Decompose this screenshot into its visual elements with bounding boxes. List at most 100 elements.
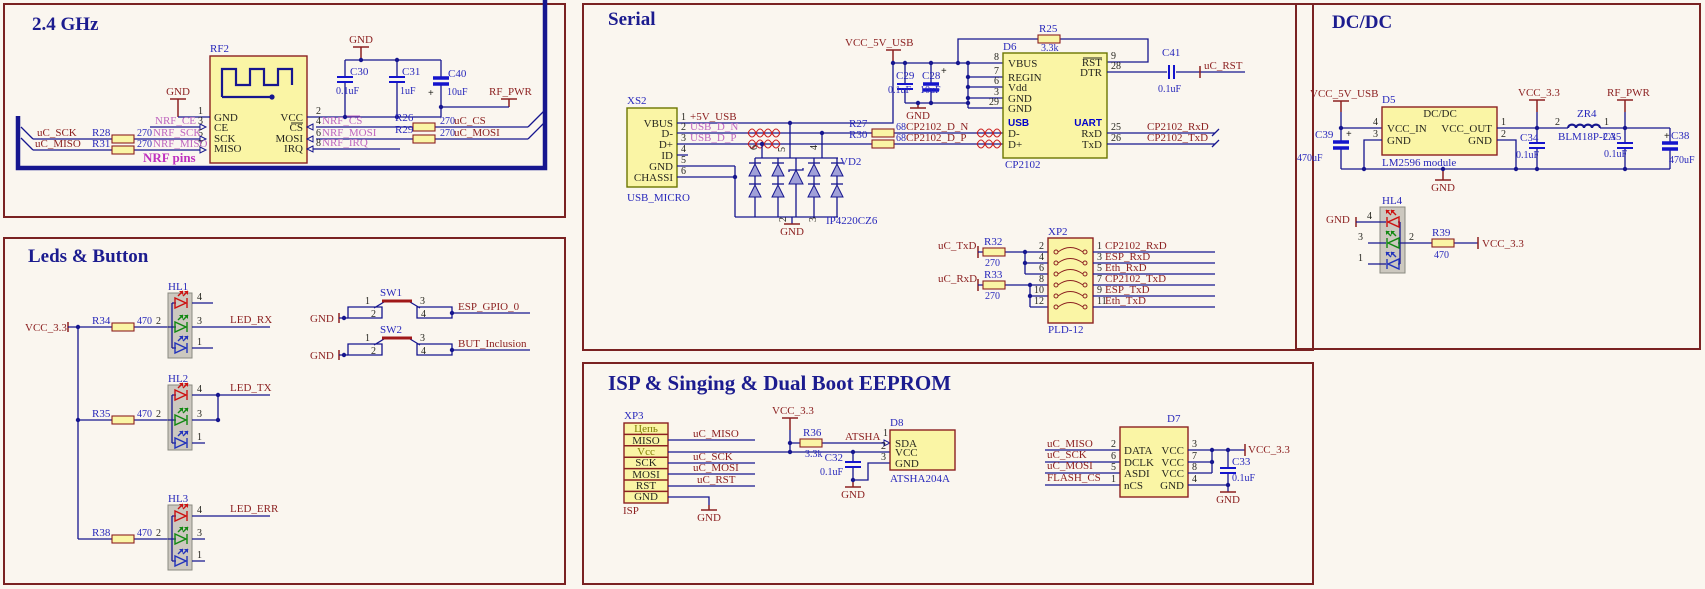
ref-xp2: XP2	[1048, 226, 1068, 238]
label--: Цепь	[634, 423, 658, 435]
label-4: 4	[1367, 211, 1372, 222]
resistor-r28	[111, 134, 135, 144]
label-12: 12	[1034, 296, 1044, 307]
label-gnd: GND	[697, 512, 721, 524]
resistor-r26	[412, 122, 436, 132]
chip-d8-atsha204a	[889, 429, 956, 471]
label-1: 1	[1111, 474, 1116, 485]
label-4: 4	[316, 116, 321, 127]
label-470uf: 470uF	[1297, 153, 1323, 164]
label-4: 4	[1039, 252, 1044, 263]
section-box-24ghz	[3, 3, 566, 218]
label-2: 2	[156, 316, 161, 327]
ref-hl1: HL1	[168, 281, 188, 293]
label-cp2102-txd: CP2102_TxD	[1147, 132, 1208, 144]
section-box-serial	[582, 3, 1314, 351]
resistor-r32	[982, 247, 1006, 257]
label-nrf-irq: NRF_IRQ	[322, 137, 368, 149]
label-3: 3	[197, 316, 202, 327]
label-c31: C31	[402, 66, 420, 78]
module-d5-lm2596	[1381, 106, 1498, 156]
label-lm2596-module: LM2596 module	[1382, 157, 1456, 169]
label-+5v-usb: +5V_USB	[690, 111, 737, 123]
led-pkg-hl4	[1379, 206, 1406, 274]
cap-c35	[1617, 142, 1633, 149]
label-atsha204a: ATSHA204A	[890, 473, 950, 485]
label-nrf-mosi: NRF_MOSI	[322, 127, 377, 139]
label-68: 68	[896, 122, 906, 133]
label-3: 3	[197, 528, 202, 539]
label-+: +	[941, 66, 947, 77]
label-+: +	[428, 88, 434, 99]
bus-entries	[20, 110, 545, 151]
label-c41: C41	[1162, 47, 1180, 59]
label-2: 2	[1501, 129, 1506, 140]
label-470: 470	[137, 316, 152, 327]
label-pld-12: PLD-12	[1048, 324, 1083, 336]
label-c35: C35	[1603, 131, 1622, 143]
label-txd: TxD	[1082, 139, 1102, 151]
label-data: DATA	[1124, 445, 1153, 457]
label-0.1uf: 0.1uF	[888, 85, 912, 96]
label-1uf: 1uF	[400, 86, 416, 97]
label-c40: C40	[448, 68, 467, 80]
label-1: 1	[1097, 241, 1102, 252]
label-cp2102-rxd: CP2102_RxD	[1147, 121, 1209, 133]
label-cp2102-d-n: CP2102_D_N	[906, 121, 968, 133]
label-dtr: DTR	[1080, 67, 1103, 79]
label-4: 4	[197, 384, 202, 395]
label-7: 7	[994, 66, 999, 77]
xp2-jumpers	[1053, 247, 1088, 310]
label-usb-micro: USB_MICRO	[627, 192, 690, 204]
label-gnd: GND	[214, 112, 238, 124]
label-28: 28	[1111, 61, 1121, 72]
resistor-r25	[1037, 34, 1061, 44]
label-0.1uf: 0.1uF	[820, 467, 844, 478]
label-3: 3	[197, 409, 202, 420]
label-gnd: GND	[1468, 135, 1492, 147]
label-gnd: GND	[906, 110, 930, 122]
resistor-r27	[871, 128, 895, 138]
cap-c34	[1529, 142, 1545, 149]
led-green-icon	[174, 314, 189, 334]
resistor-r35	[111, 415, 135, 425]
label-470: 470	[1434, 250, 1449, 261]
cap-c29	[897, 83, 913, 90]
ref-d5: D5	[1382, 94, 1396, 106]
label-2: 2	[316, 106, 321, 117]
label-c33: C33	[1232, 456, 1251, 468]
label-gnd: GND	[310, 313, 334, 325]
label-3: 3	[994, 87, 999, 98]
label-vcc: VCC	[1161, 445, 1184, 457]
label-usb: USB	[1008, 118, 1029, 129]
label-ce: CE	[214, 122, 228, 134]
cap-c40	[433, 76, 449, 86]
label-vcc-in: VCC_IN	[1387, 123, 1427, 135]
label-vcc-3.3: VCC_3.3	[1248, 444, 1290, 456]
label-10uf: 10uF	[447, 87, 468, 98]
switch-sw2	[338, 336, 530, 360]
section-box-leds	[3, 237, 566, 585]
cap-c28	[923, 82, 939, 92]
resistor-r38	[111, 534, 135, 544]
label-gnd: GND	[1008, 103, 1032, 115]
label-270: 270	[440, 116, 455, 127]
label-1: 1	[1501, 117, 1506, 128]
label-25: 25	[1111, 122, 1121, 133]
label-r26: R26	[395, 112, 414, 124]
label-r39: R39	[1432, 227, 1451, 239]
label-c39: C39	[1315, 129, 1334, 141]
label-8: 8	[316, 138, 321, 149]
label-7: 7	[1097, 274, 1102, 285]
label-2: 2	[881, 441, 886, 452]
label-gnd: GND	[649, 161, 673, 173]
label-vbus: VBUS	[644, 118, 673, 130]
label-gnd: GND	[1216, 494, 1240, 506]
label-c38: C38	[1671, 130, 1690, 142]
cap-c38	[1662, 141, 1678, 151]
switch-sw1	[338, 299, 530, 323]
label-dclk: DCLK	[1124, 457, 1154, 469]
label-asdi: ASDI	[1124, 468, 1150, 480]
label-470: 470	[137, 409, 152, 420]
